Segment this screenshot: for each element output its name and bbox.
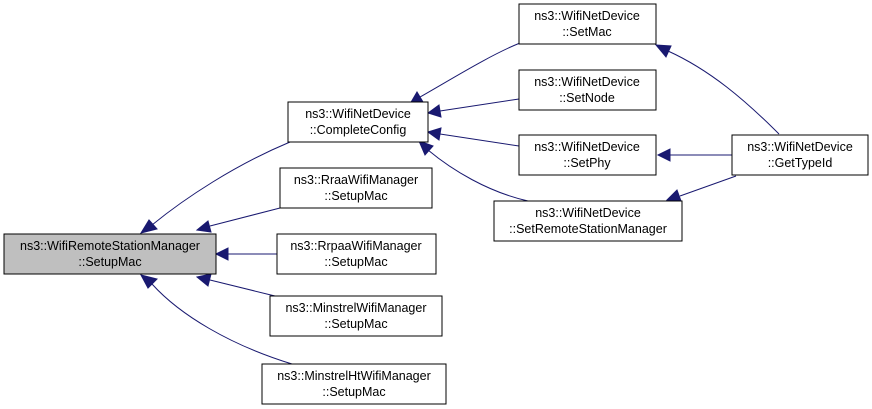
node-label-line2: ::SetPhy — [563, 156, 611, 170]
edge-minstrel-to-wrsm-arrow — [195, 273, 212, 287]
edge-minstrelht-to-wrsm-arrow — [140, 274, 158, 289]
node-label-line1: ns3::WifiNetDevice — [535, 206, 641, 220]
edge-setrsm-to-completeconfig-arrow — [418, 140, 434, 156]
node-label-line1: ns3::RraaWifiManager — [294, 173, 418, 187]
edge-setnode-to-completeconfig — [439, 98, 520, 112]
node-wifinetdevice-completeconfig[interactable]: ns3::WifiNetDevice ::CompleteConfig — [287, 101, 429, 143]
edge-setphy-to-completeconfig-arrow — [426, 127, 442, 141]
node-label-line2: ::SetupMac — [78, 255, 141, 269]
edge-completeconfig-to-wrsm-arrow — [139, 219, 158, 234]
node-label-line1: ns3::WifiNetDevice — [305, 107, 411, 121]
edge-rraa-to-wrsm — [209, 207, 281, 227]
node-label-line2: ::GetTypeId — [768, 156, 833, 170]
node-label-line2: ::SetMac — [562, 25, 611, 39]
edge-gettypeid-to-setrsm — [679, 175, 737, 197]
node-minstrelhtwifimanager-setupmac[interactable]: ns3::MinstrelHtWifiManager ::SetupMac — [261, 363, 447, 405]
edge-gettypeid-to-setrsm-arrow — [665, 189, 682, 202]
node-wifinetdevice-gettypeid[interactable]: ns3::WifiNetDevice ::GetTypeId — [731, 134, 869, 176]
edge-completeconfig-to-wrsm — [151, 141, 291, 226]
node-label-line1: ns3::WifiNetDevice — [534, 140, 640, 154]
node-label-line2: ::SetupMac — [324, 255, 387, 269]
node-label-line1: ns3::RrpaaWifiManager — [290, 239, 421, 253]
edge-setnode-to-completeconfig-arrow — [426, 104, 442, 118]
node-label-line1: ns3::WifiRemoteStationManager — [20, 239, 200, 253]
node-label-line2: ::SetupMac — [324, 317, 387, 331]
node-wifinetdevice-setmac[interactable]: ns3::WifiNetDevice ::SetMac — [518, 3, 657, 45]
node-wifinetdevice-setphy[interactable]: ns3::WifiNetDevice ::SetPhy — [518, 134, 657, 176]
node-minstrelwifimanager-setupmac[interactable]: ns3::MinstrelWifiManager ::SetupMac — [269, 295, 443, 337]
node-wifinetdevice-setremotestationmanager[interactable]: ns3::WifiNetDevice ::SetRemoteStationMan… — [493, 200, 683, 242]
node-label-line2: ::SetRemoteStationManager — [509, 222, 667, 236]
edge-gettypeid-to-setphy-arrow — [656, 148, 671, 162]
node-label-line2: ::CompleteConfig — [310, 123, 407, 137]
node-wifiremotestationmanager-setupmac[interactable]: ns3::WifiRemoteStationManager ::SetupMac — [3, 233, 217, 275]
edges — [139, 42, 780, 365]
edge-setmac-to-completeconfig — [419, 42, 521, 98]
edge-setphy-to-completeconfig — [439, 133, 520, 147]
edge-rraa-to-wrsm-arrow — [195, 220, 212, 233]
node-label-line2: ::SetNode — [559, 91, 615, 105]
edge-minstrelht-to-wrsm — [151, 283, 293, 365]
edge-setrsm-to-completeconfig — [427, 149, 529, 202]
node-wifinetdevice-setnode[interactable]: ns3::WifiNetDevice ::SetNode — [518, 69, 657, 111]
node-label-line1: ns3::WifiNetDevice — [534, 75, 640, 89]
node-label-line2: ::SetupMac — [322, 385, 385, 399]
node-label-line1: ns3::MinstrelWifiManager — [285, 301, 426, 315]
edge-minstrel-to-wrsm — [209, 279, 276, 297]
node-rraawifimanager-setupmac[interactable]: ns3::RraaWifiManager ::SetupMac — [279, 167, 433, 209]
node-label-line1: ns3::WifiNetDevice — [534, 9, 640, 23]
edge-gettypeid-to-setmac-arrow — [654, 44, 672, 58]
edge-gettypeid-to-setmac — [667, 50, 780, 135]
edge-rrpaa-to-wrsm-arrow — [214, 247, 229, 261]
node-label-line1: ns3::MinstrelHtWifiManager — [277, 369, 431, 383]
node-label-line2: ::SetupMac — [324, 189, 387, 203]
node-rrpaawifimanager-setupmac[interactable]: ns3::RrpaaWifiManager ::SetupMac — [276, 233, 437, 275]
node-label-line1: ns3::WifiNetDevice — [747, 140, 853, 154]
